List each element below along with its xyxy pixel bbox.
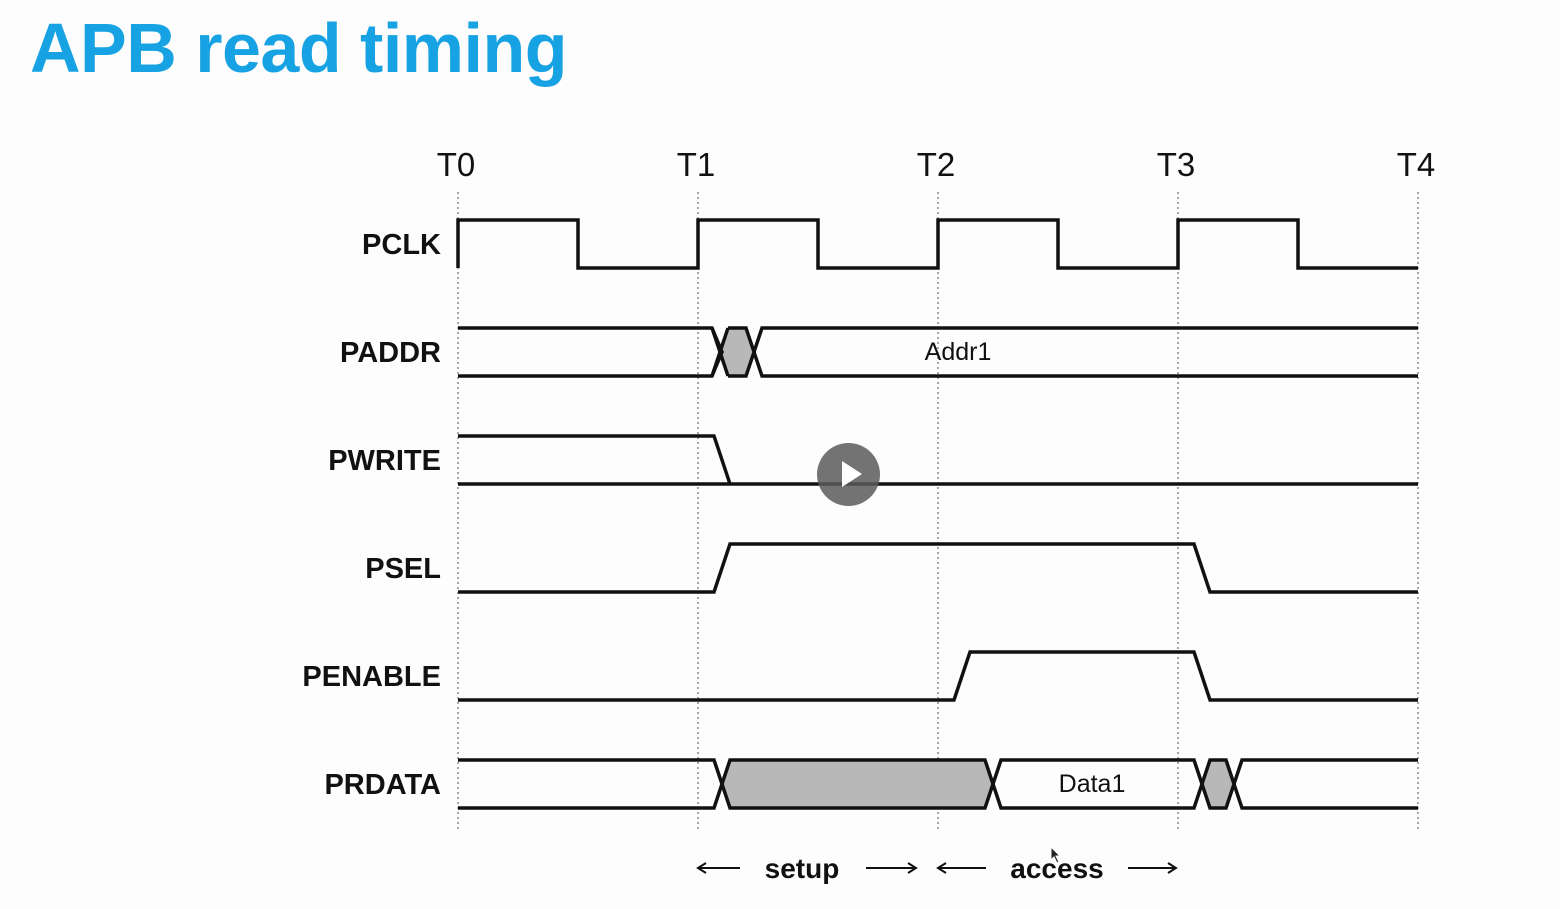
signal-label-psel: PSEL xyxy=(365,553,441,585)
pclk-waveform xyxy=(456,218,1418,270)
paddr-undefined-region xyxy=(722,328,752,376)
pwrite-waveform xyxy=(458,434,1418,486)
clock-label-t2: T2 xyxy=(917,146,956,183)
paddr-value: Addr1 xyxy=(925,338,992,366)
signal-label-prdata: PRDATA xyxy=(324,769,441,801)
signal-label-paddr: PADDR xyxy=(340,337,441,369)
slide-title: APB read timing xyxy=(30,9,568,87)
setup-phase-label: setup xyxy=(765,853,840,884)
clock-guide-lines xyxy=(457,192,1419,832)
access-phase-arrows xyxy=(936,862,1178,874)
clock-labels: T0 T1 T2 T3 T4 xyxy=(437,146,1436,183)
penable-waveform xyxy=(458,650,1418,702)
signal-label-pclk: PCLK xyxy=(362,229,441,261)
signal-label-penable: PENABLE xyxy=(302,661,441,693)
paddr-waveform xyxy=(458,326,1418,378)
prdata-waveform xyxy=(458,758,1418,810)
clock-label-t1: T1 xyxy=(677,146,716,183)
clock-label-t0: T0 xyxy=(437,146,476,183)
signal-labels: PCLK PADDR PWRITE PSEL PENABLE PRDATA xyxy=(302,229,441,801)
play-icon xyxy=(842,461,862,487)
clock-label-t4: T4 xyxy=(1397,146,1436,183)
prdata-value: Data1 xyxy=(1059,770,1126,798)
mouse-cursor-icon xyxy=(1050,846,1062,864)
prdata-undefined-region-2 xyxy=(1202,760,1234,808)
signal-label-pwrite: PWRITE xyxy=(328,445,441,477)
video-play-button[interactable] xyxy=(817,443,880,506)
clock-label-t3: T3 xyxy=(1157,146,1196,183)
psel-waveform xyxy=(458,542,1418,594)
prdata-undefined-region xyxy=(722,760,994,808)
setup-phase-arrows xyxy=(696,862,918,874)
